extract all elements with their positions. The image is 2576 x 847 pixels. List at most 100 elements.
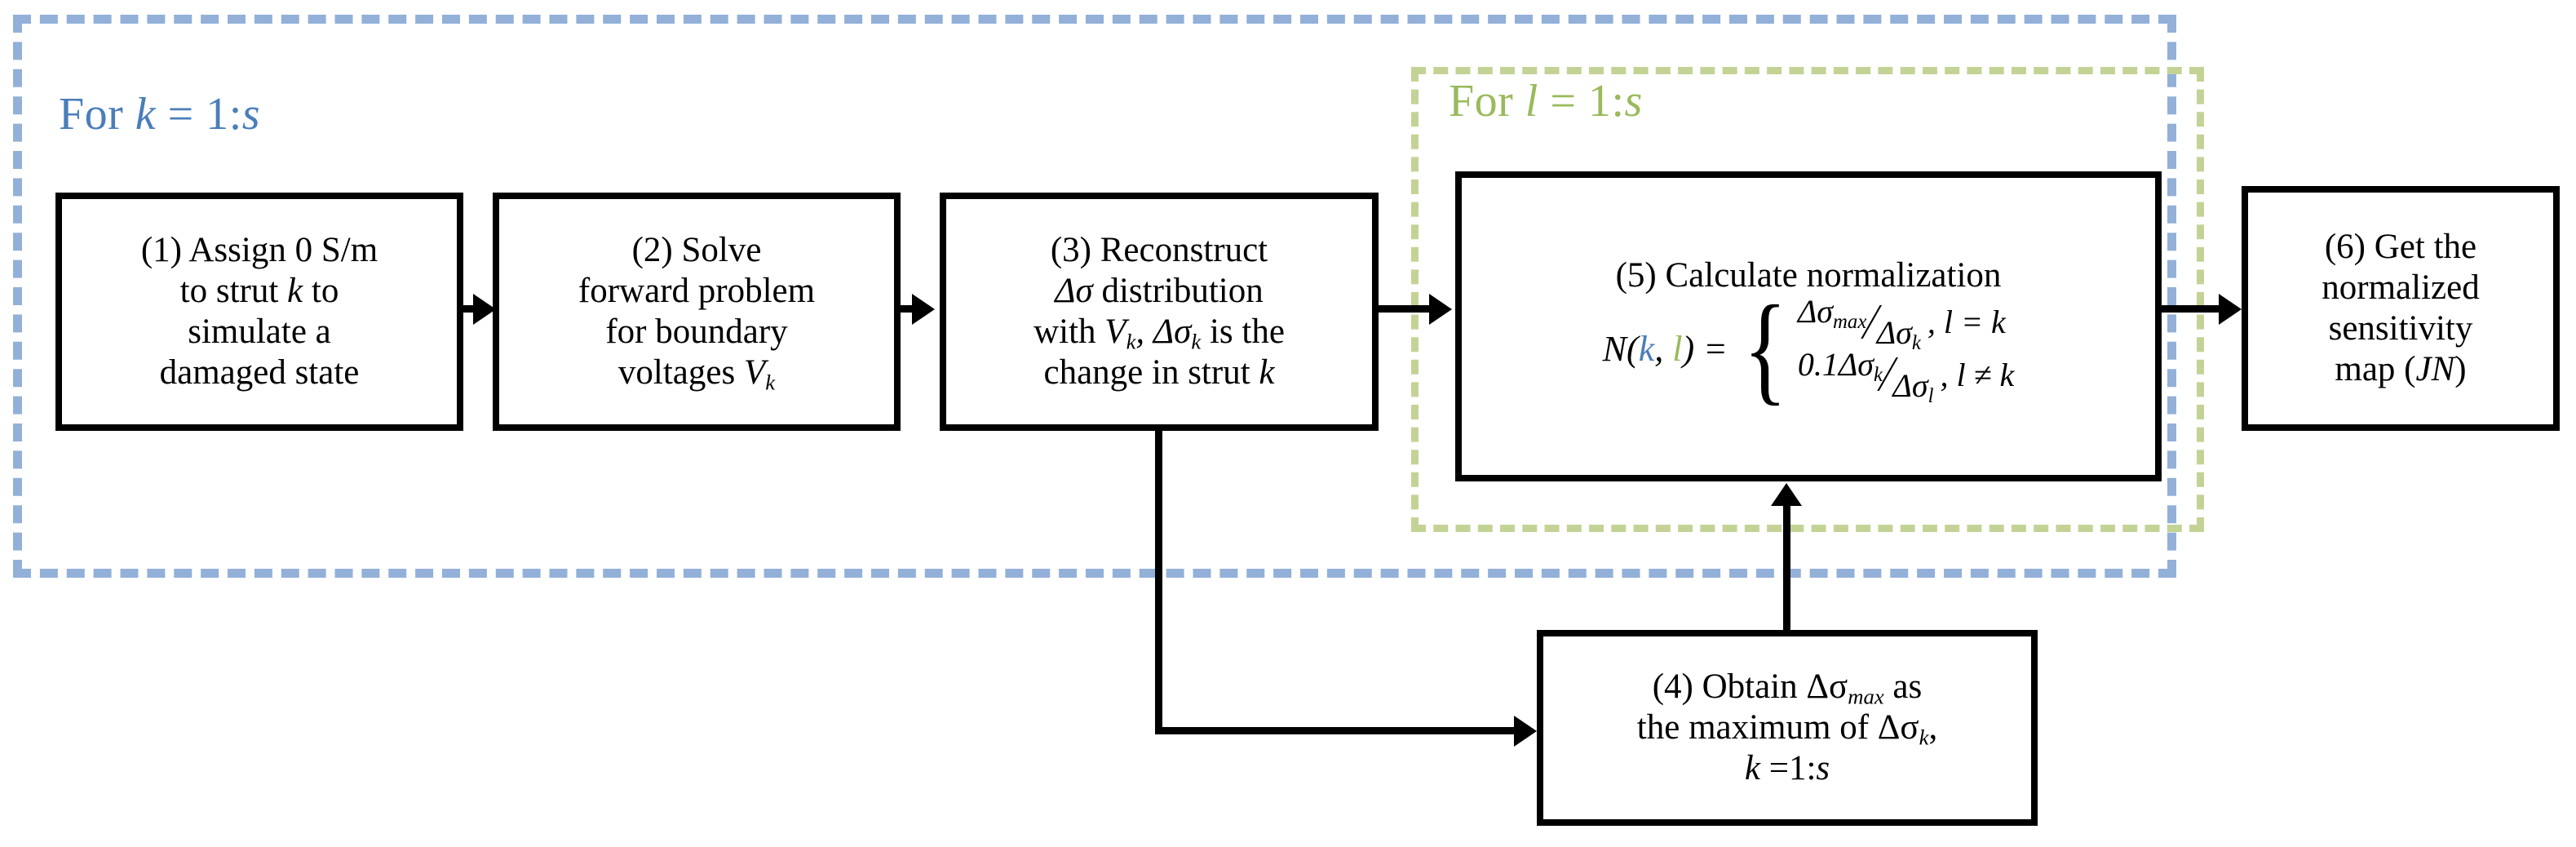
box1-line3: simulate a bbox=[188, 313, 331, 351]
connector-box3-box4-vertical bbox=[1155, 424, 1162, 734]
normalization-formula: N(k, l) = { Δσmax ⁄ Δσk , l = k 0.1Δσk bbox=[1603, 281, 2015, 417]
formula-var-k: k bbox=[1638, 329, 1655, 370]
outer-loop-region-k bbox=[13, 15, 2176, 578]
box3-var-v-sub: k bbox=[1126, 329, 1136, 354]
box4-line2b: , bbox=[1928, 708, 1938, 747]
process-box-5-content: (5) Calculate normalization N(k, l) = { … bbox=[1470, 255, 2147, 417]
process-box-1[interactable]: (1) Assign 0 S/m to strut k to simulate … bbox=[55, 193, 463, 431]
box3-line1: (3) Reconstruct bbox=[1050, 231, 1268, 270]
box3-line3a: with bbox=[1033, 313, 1105, 351]
fraction-2-num-sub: k bbox=[1874, 363, 1883, 386]
box3-var-v: V bbox=[1104, 313, 1126, 351]
fraction-1-den-sub: k bbox=[1911, 332, 1921, 355]
arrowhead-box3-box5 bbox=[1429, 294, 1452, 325]
box6-line1: (6) Get the bbox=[2324, 228, 2477, 267]
process-box-6[interactable]: (6) Get the normalized sensitivity map (… bbox=[2242, 186, 2560, 431]
box4-line3rest: =1: bbox=[1759, 748, 1817, 787]
outer-loop-label-range: s bbox=[241, 89, 261, 140]
inner-loop-label-var: l bbox=[1525, 76, 1538, 126]
fraction-1-slash-icon: ⁄ bbox=[1868, 294, 1875, 350]
box4-line1a: (4) Obtain Δσ bbox=[1652, 667, 1848, 707]
case-row-notequal: 0.1Δσk ⁄ Δσl , l ≠ k bbox=[1798, 346, 2015, 406]
outer-loop-label-suffix: = 1: bbox=[156, 89, 242, 140]
fraction-2-num-base: 0.1Δσ bbox=[1797, 345, 1874, 383]
process-box-4[interactable]: (4) Obtain Δσmax as the maximum of Δσk, … bbox=[1537, 630, 2038, 826]
box4-line2a: the maximum of Δσ bbox=[1636, 708, 1919, 747]
box1-line1: (1) Assign 0 S/m bbox=[140, 231, 378, 270]
process-box-2-text: (2) Solve forward problem for boundary v… bbox=[507, 230, 886, 393]
condition-case-1: , l = k bbox=[1927, 304, 2006, 341]
outer-loop-label-k: For k = 1:s bbox=[59, 91, 260, 137]
box4-range-s: s bbox=[1816, 748, 1830, 787]
box4-var-k: k bbox=[1744, 748, 1760, 787]
inner-loop-label-suffix: = 1: bbox=[1538, 76, 1625, 126]
box3-line3d: is the bbox=[1201, 313, 1285, 351]
arrowhead-box1-box2 bbox=[473, 294, 496, 325]
box3-delta-sigma-k-sub: k bbox=[1191, 329, 1202, 354]
case-row-equal: Δσmax ⁄ Δσk , l = k bbox=[1798, 293, 2015, 353]
process-box-2[interactable]: (2) Solve forward problem for boundary v… bbox=[493, 193, 901, 431]
fraction-1-denominator: Δσk bbox=[1876, 314, 1921, 355]
box3-delta-sigma: Δσ bbox=[1055, 272, 1093, 311]
box1-line4: damaged state bbox=[159, 353, 360, 392]
process-box-5[interactable]: (5) Calculate normalization N(k, l) = { … bbox=[1455, 171, 2162, 481]
connector-box3-box5 bbox=[1379, 305, 1434, 313]
inner-loop-label-range: s bbox=[1624, 76, 1643, 126]
arrowhead-box5-box6 bbox=[2219, 294, 2242, 325]
fraction-case-2: 0.1Δσk ⁄ Δσl bbox=[1798, 346, 1934, 406]
outer-loop-label-var: k bbox=[135, 89, 157, 140]
inner-loop-region-l bbox=[1411, 67, 2204, 532]
process-box-3-text: (3) Reconstruct Δσ distribution with Vk,… bbox=[954, 230, 1364, 393]
box1-var-k: k bbox=[287, 272, 303, 311]
formula-paren-close: ) bbox=[1682, 329, 1695, 370]
connector-box3-box4-horizontal bbox=[1155, 727, 1522, 734]
box6-line3: sensitivity bbox=[2328, 309, 2473, 348]
connector-box2-box3 bbox=[901, 305, 920, 313]
process-box-3[interactable]: (3) Reconstruct Δσ distribution with Vk,… bbox=[940, 193, 1379, 431]
connector-box5-box6 bbox=[2160, 305, 2224, 313]
outer-loop-label-prefix: For bbox=[59, 89, 135, 140]
box3-var-k: k bbox=[1259, 353, 1275, 392]
box1-line2b: to bbox=[303, 272, 339, 311]
process-box-4-text: (4) Obtain Δσmax as the maximum of Δσk, … bbox=[1551, 667, 2023, 789]
piecewise-cases: Δσmax ⁄ Δσk , l = k 0.1Δσk ⁄ Δσl , l ≠ k bbox=[1798, 293, 2015, 406]
box2-line4a: voltages bbox=[617, 353, 744, 392]
fraction-case-1: Δσmax ⁄ Δσk bbox=[1798, 293, 1921, 353]
box6-var-jn: JN bbox=[2415, 349, 2455, 388]
formula-comma: , bbox=[1654, 329, 1673, 370]
inner-loop-label-l: For l = 1:s bbox=[1449, 78, 1643, 124]
fraction-1-den-base: Δσ bbox=[1876, 314, 1912, 352]
box2-var-v-sub: k bbox=[765, 370, 776, 395]
formula-n: N bbox=[1602, 329, 1627, 370]
fraction-1-numerator: Δσmax bbox=[1797, 293, 1867, 334]
connector-box4-box5 bbox=[1783, 496, 1790, 636]
fraction-2-numerator: 0.1Δσk bbox=[1797, 345, 1883, 386]
arrowhead-box3-box4 bbox=[1514, 716, 1537, 747]
arrowhead-box4-box5 bbox=[1771, 483, 1802, 506]
process-box-6-text: (6) Get the normalized sensitivity map (… bbox=[2256, 227, 2545, 390]
box4-line2-sub: k bbox=[1919, 725, 1929, 750]
box3-delta-sigma-k: , Δσ bbox=[1135, 313, 1192, 351]
box2-line3: for boundary bbox=[605, 313, 788, 351]
box3-line2b: distribution bbox=[1092, 272, 1264, 311]
fraction-1-num-sub: max bbox=[1833, 311, 1867, 334]
inner-loop-label-prefix: For bbox=[1449, 76, 1525, 126]
box2-line1: (2) Solve bbox=[631, 231, 762, 270]
formula-equals: = bbox=[1694, 329, 1728, 370]
piecewise-brace-icon: { bbox=[1742, 281, 1787, 417]
box4-line1b: as bbox=[1883, 667, 1923, 707]
box2-var-v: V bbox=[743, 353, 766, 392]
fraction-2-denominator: Δσl bbox=[1892, 367, 1934, 407]
box5-title: (5) Calculate normalization bbox=[1615, 255, 2002, 295]
fraction-2-den-sub: l bbox=[1928, 384, 1934, 407]
formula-left-hand-side: N(k, l) = bbox=[1603, 328, 1728, 370]
box6-line4b: ) bbox=[2454, 349, 2467, 388]
fraction-1-num-base: Δσ bbox=[1797, 293, 1834, 330]
box1-line2a: to strut bbox=[179, 272, 288, 311]
box2-line2: forward problem bbox=[578, 272, 816, 311]
process-box-1-text: (1) Assign 0 S/m to strut k to simulate … bbox=[70, 230, 449, 393]
formula-var-l: l bbox=[1672, 329, 1683, 370]
box4-line1-sub: max bbox=[1848, 684, 1884, 709]
arrowhead-box2-box3 bbox=[912, 294, 935, 325]
